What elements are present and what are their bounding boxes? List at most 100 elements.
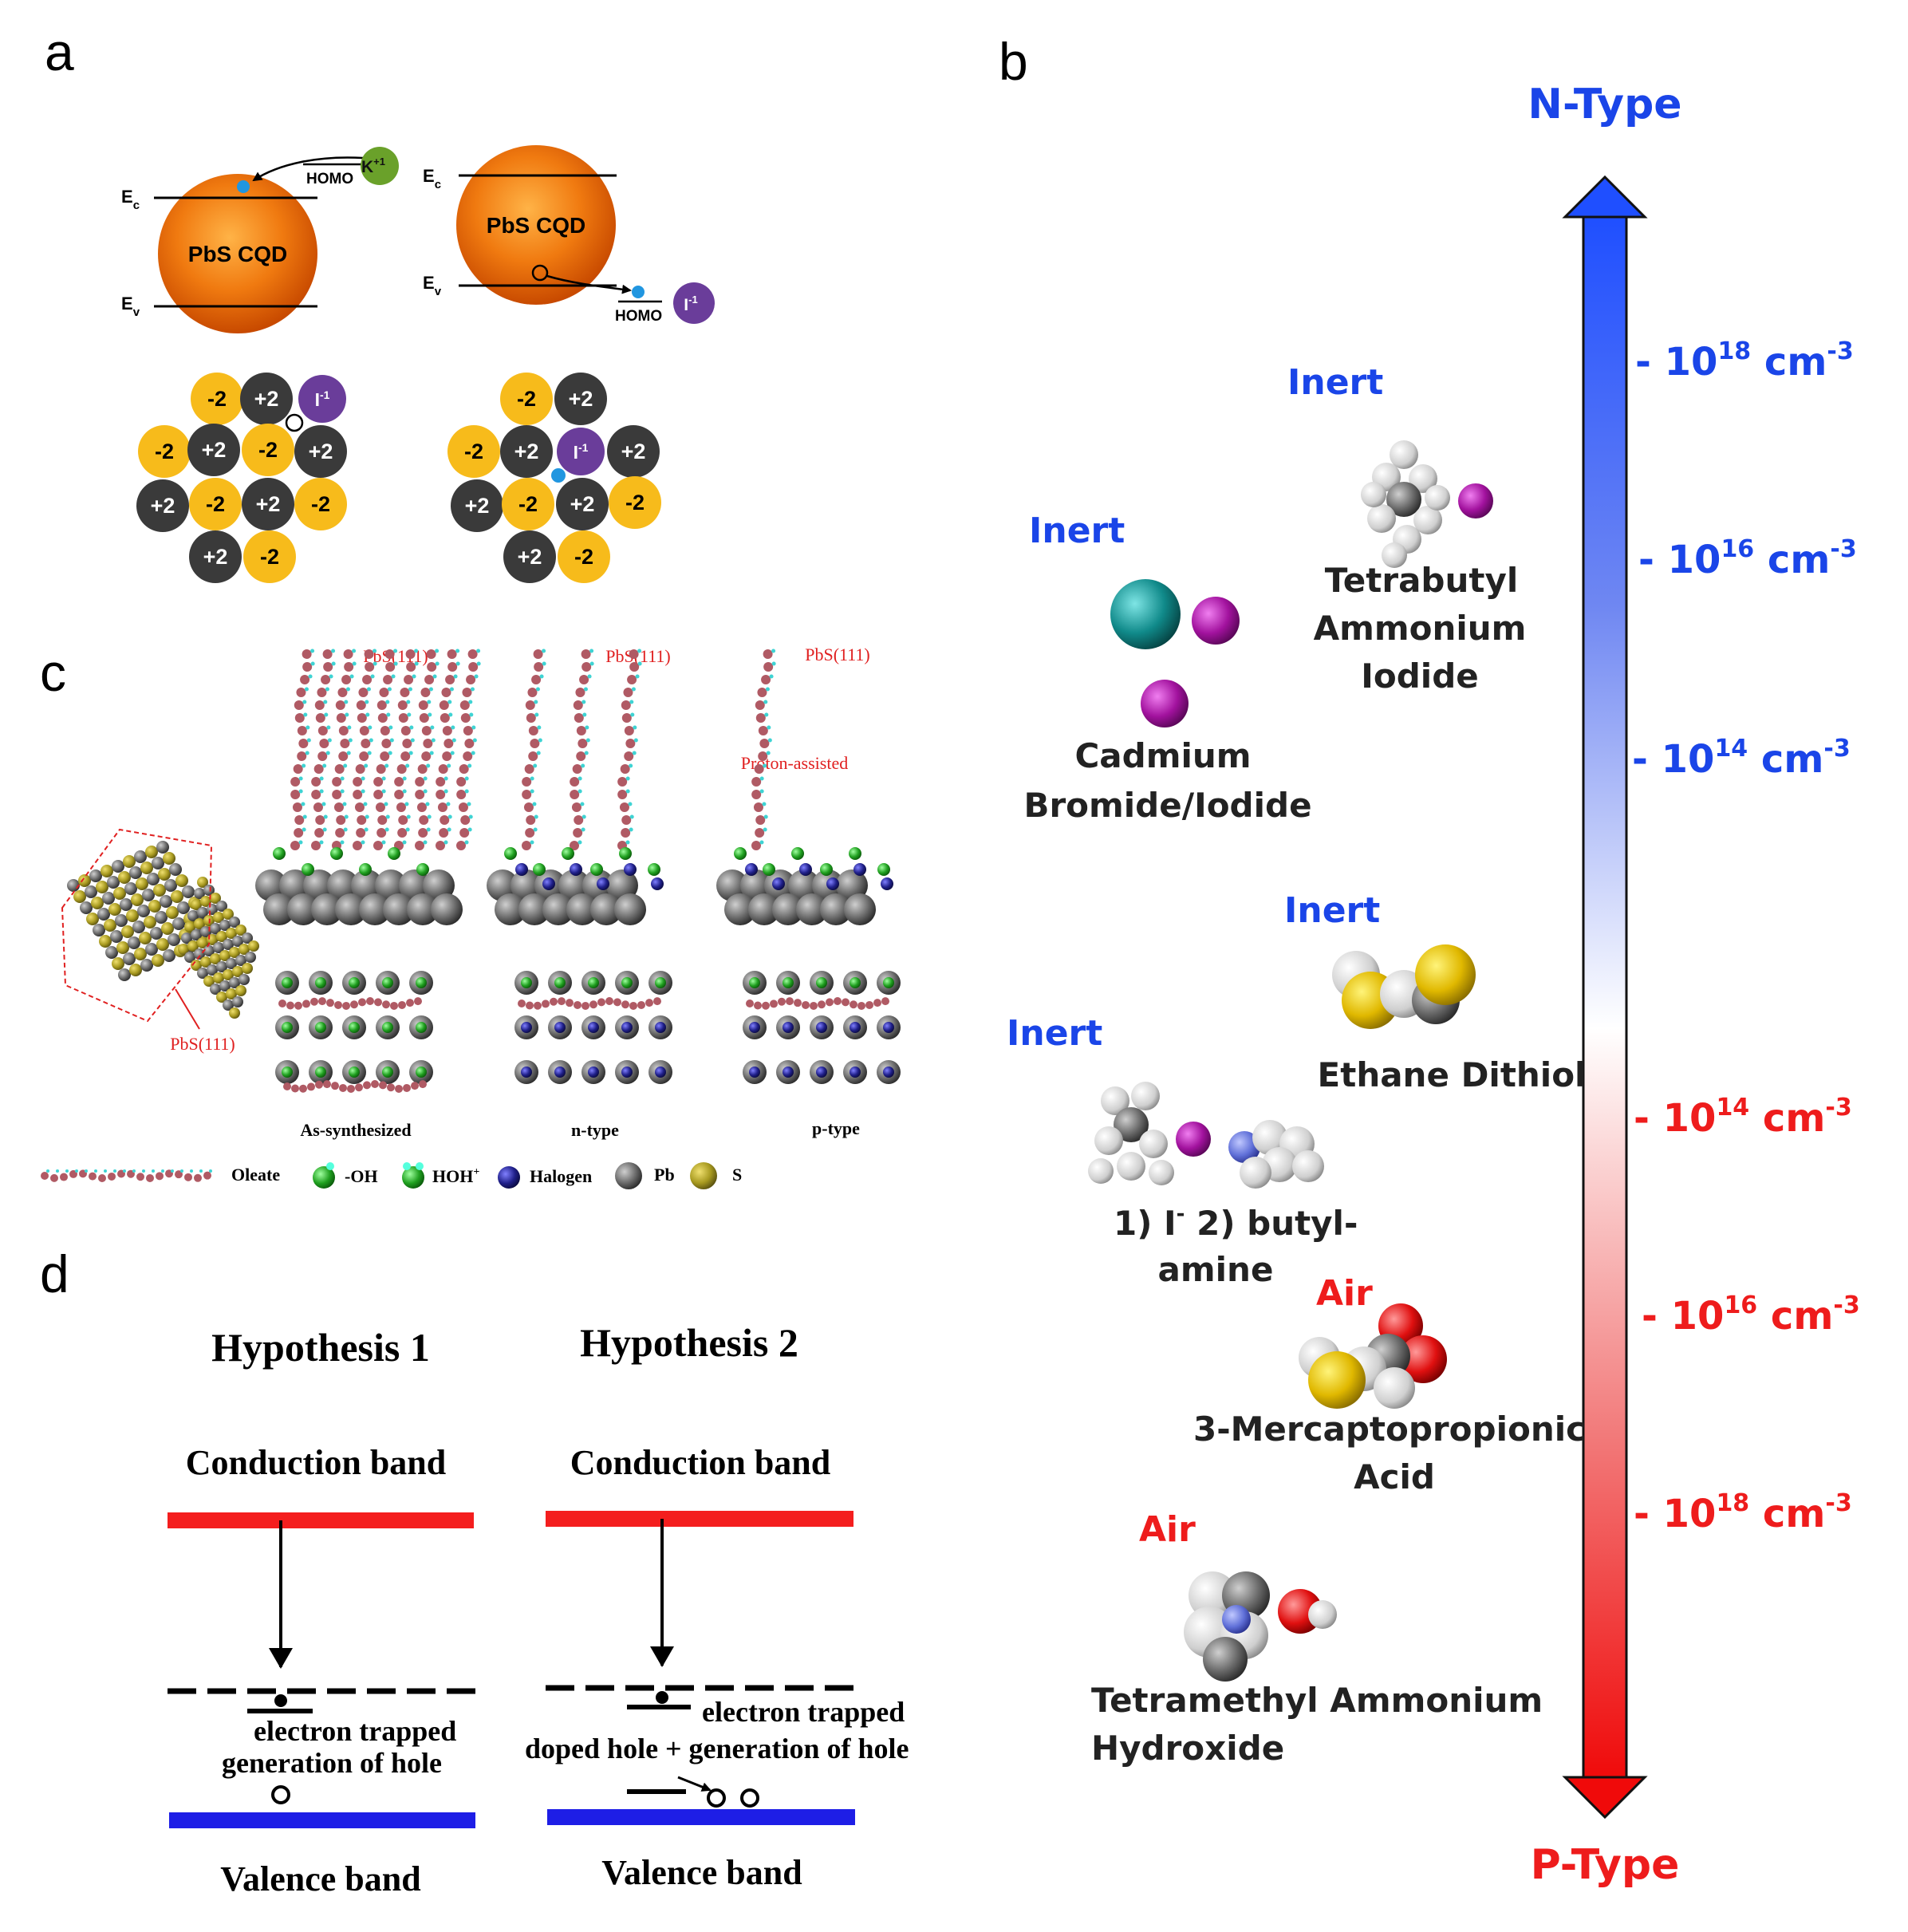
iodide-site xyxy=(557,428,605,475)
surface-ligand xyxy=(588,1067,599,1078)
h2-note-hole: doped hole + generation of hole xyxy=(525,1733,909,1764)
pb-atom xyxy=(431,893,463,925)
ligand-line: Iodide xyxy=(1361,656,1479,696)
cube-atom xyxy=(67,879,80,892)
oleate-carbon xyxy=(534,662,544,672)
oleate-carbon xyxy=(362,675,373,684)
surface-ligand xyxy=(382,1067,393,1078)
cube-atom xyxy=(194,918,205,929)
oleate-carbon xyxy=(576,751,586,761)
oleate-hydrogen xyxy=(366,687,371,692)
oleate-hydrogen xyxy=(319,776,324,781)
surface-ligand xyxy=(655,1022,666,1033)
cube-atom xyxy=(229,1007,240,1019)
cube-atom xyxy=(187,910,199,921)
site-charge: -2 xyxy=(258,438,278,462)
oleate-carbon xyxy=(371,1080,379,1088)
oleate-carbon xyxy=(459,828,470,838)
halogen-site xyxy=(826,877,839,890)
oleate-carbon xyxy=(437,802,447,812)
oleate-carbon xyxy=(621,713,632,723)
panel-a: a PbS CQD Ec Ev HOMO K+1 PbS CQD Ec Ev xyxy=(45,22,715,583)
oleate-carbon xyxy=(355,1083,363,1092)
cube-atom xyxy=(147,873,160,885)
oleate-carbon xyxy=(278,1000,286,1007)
cube-atom xyxy=(136,877,148,890)
site-charge: +2 xyxy=(570,492,595,516)
lead-site xyxy=(503,530,556,583)
oleate-carbon xyxy=(755,828,765,838)
pb-atom xyxy=(614,893,646,925)
oleate-carbon xyxy=(396,764,407,774)
oleate-hydrogen xyxy=(537,725,542,730)
oleate-hydrogen xyxy=(589,649,594,653)
ligand-line: 1) I- 2) butyl- xyxy=(1114,1202,1358,1243)
cube-atom xyxy=(101,865,113,877)
cube-atom xyxy=(93,924,105,936)
oleate-hydrogen xyxy=(425,802,430,806)
cube-atom xyxy=(219,920,231,931)
atm-mpa: Air xyxy=(1316,1273,1373,1314)
p-type-label: P-Type xyxy=(1531,1841,1680,1889)
oleate-hydrogen xyxy=(363,802,368,806)
surface-ligand xyxy=(850,1067,861,1078)
oleate-carbon xyxy=(571,802,581,812)
oleate-carbon xyxy=(525,828,535,838)
surface-column-labels: As-synthesized n-type p-type xyxy=(300,1118,860,1140)
oleate-carbon xyxy=(528,726,538,735)
oleate-hydrogen xyxy=(446,802,451,806)
oleate-hydrogen xyxy=(471,725,476,730)
cube-atom xyxy=(229,947,240,958)
oleate-carbon xyxy=(294,700,304,710)
oleate-hydrogen xyxy=(629,763,633,768)
oleate-carbon xyxy=(758,726,768,735)
cube-atom xyxy=(216,992,227,1003)
oleate-carbon xyxy=(857,1001,865,1010)
oleate-hydrogen xyxy=(530,789,534,794)
oleate-hydrogen xyxy=(367,751,372,755)
oleate-carbon xyxy=(621,828,631,838)
oleate-carbon xyxy=(146,1173,154,1182)
surface-ligand xyxy=(315,977,326,988)
oleate-hydrogen xyxy=(578,840,582,845)
cube-atom xyxy=(145,846,158,858)
oleate-carbon xyxy=(436,777,446,787)
oleate-hydrogen xyxy=(625,776,630,781)
oleate-hydrogen xyxy=(455,661,460,666)
cube-atom xyxy=(118,968,131,981)
panel-label-a: a xyxy=(45,22,74,81)
iodide-ion xyxy=(673,282,715,324)
cube-atom xyxy=(126,909,139,922)
surface-ligand xyxy=(382,1022,393,1033)
oleate-carbon xyxy=(405,649,416,659)
hydroxyl-site xyxy=(273,847,286,860)
oleate-carbon xyxy=(440,815,450,825)
oleate-hydrogen xyxy=(453,674,458,679)
oleate-carbon xyxy=(850,1000,857,1009)
cube-atom xyxy=(116,941,129,954)
oleate-carbon xyxy=(421,726,432,735)
oleate-hydrogen xyxy=(423,789,428,794)
oleate-carbon xyxy=(379,1081,387,1090)
cube-facet-label: PbS(111) xyxy=(170,1034,235,1054)
cube-atom xyxy=(123,952,136,965)
site-charge: +2 xyxy=(465,494,490,518)
oleate-hydrogen xyxy=(406,814,411,819)
halogen-site xyxy=(799,863,812,876)
oleate-hydrogen xyxy=(765,687,770,692)
oleate-carbon xyxy=(754,764,764,774)
oleate-carbon xyxy=(415,777,425,787)
oleate-carbon xyxy=(436,841,445,850)
surface-ligand xyxy=(883,977,894,988)
oleate-carbon xyxy=(294,815,305,825)
pb-atom xyxy=(518,893,550,925)
cube-atom xyxy=(132,921,145,933)
oleate-carbon xyxy=(373,777,384,787)
h1-hole xyxy=(271,1785,290,1804)
oleate-hydrogen xyxy=(381,789,386,794)
oleate-hydrogen xyxy=(625,789,630,794)
oleate-carbon xyxy=(417,764,428,774)
oleate-carbon xyxy=(524,764,534,774)
oleate-hydrogen xyxy=(406,700,411,704)
oleate-hydrogen xyxy=(628,802,633,806)
